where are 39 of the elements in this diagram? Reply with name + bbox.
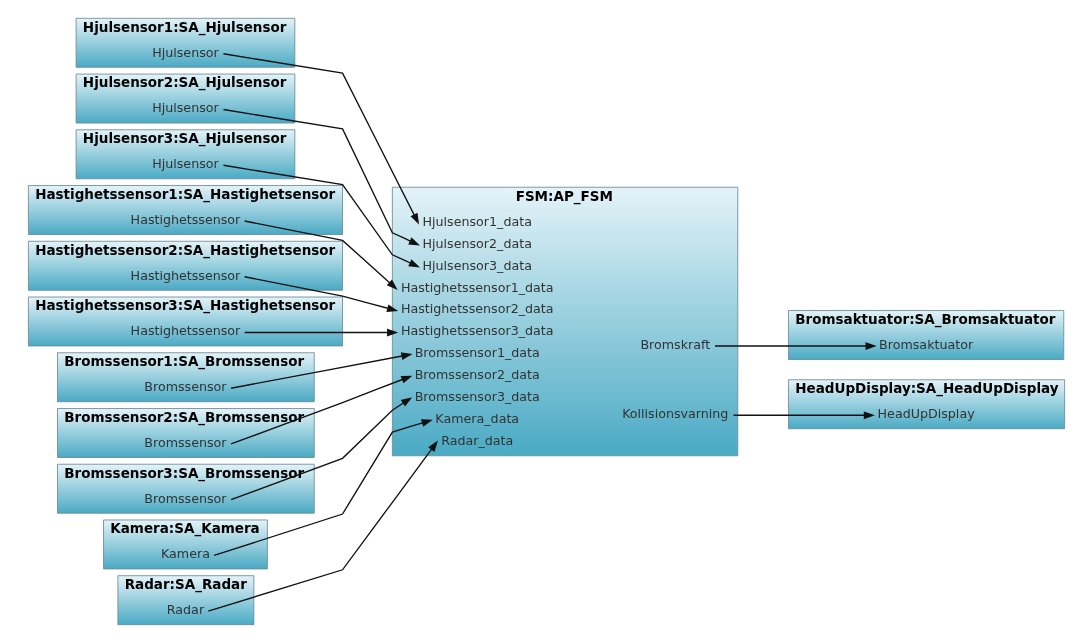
arrow bbox=[243, 220, 398, 290]
node-text: Kamera bbox=[160, 546, 210, 562]
node-text: Bromssensor bbox=[143, 434, 227, 450]
arrow bbox=[732, 411, 875, 420]
arrow bbox=[222, 164, 420, 268]
node-text: Hastighetssensor bbox=[130, 211, 240, 227]
arrow bbox=[243, 276, 398, 312]
arrow bbox=[213, 419, 433, 557]
node-text: HeadUpDisplay bbox=[877, 406, 975, 422]
node-text: Hjulsensor1_data bbox=[422, 213, 532, 229]
arrow bbox=[222, 108, 420, 246]
arrow bbox=[229, 397, 412, 501]
node-text: Hjulsensor bbox=[151, 156, 219, 172]
node-text: Hjulsensor bbox=[151, 100, 219, 116]
arrow bbox=[243, 328, 398, 337]
node-text: Bromssensor3_data bbox=[414, 389, 540, 405]
node-text: Bromsaktuator bbox=[878, 336, 973, 352]
node-text: Bromssensor1_data bbox=[414, 345, 540, 361]
node-text: Hastighetssensor3_data bbox=[400, 323, 554, 339]
node-text: Radar_data bbox=[440, 433, 513, 449]
node-text: Kollisionsvarning bbox=[621, 406, 728, 422]
node-text: Hjulsensor2_data bbox=[422, 235, 532, 251]
arrow bbox=[713, 342, 877, 350]
node-text: Radar bbox=[166, 602, 204, 618]
arrow bbox=[229, 352, 413, 389]
node-text: Hjulsensor bbox=[151, 44, 219, 60]
node-text: Bromssensor bbox=[143, 490, 227, 506]
node-text: Bromskraft bbox=[639, 336, 710, 352]
node-text: Bromssensor2_data bbox=[414, 367, 540, 383]
node-text: Kamera_data bbox=[434, 411, 519, 427]
arrow bbox=[229, 375, 412, 445]
arrow bbox=[207, 440, 438, 612]
node-text: Hastighetssensor1_data bbox=[400, 279, 554, 295]
node-text: Hastighetssensor bbox=[130, 323, 240, 339]
node-text: Hastighetssensor bbox=[130, 267, 240, 283]
node-text: Hastighetssensor2_data bbox=[400, 301, 554, 317]
node-text: Hjulsensor3_data bbox=[422, 257, 532, 273]
arrow bbox=[222, 53, 419, 225]
node-text: Bromssensor bbox=[143, 379, 227, 395]
